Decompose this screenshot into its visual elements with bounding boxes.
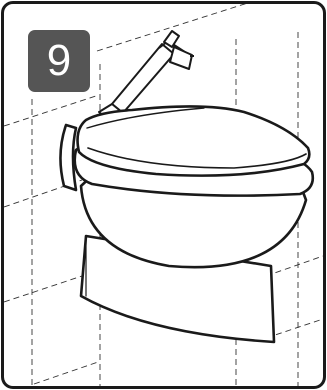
step-number: 9	[47, 39, 71, 83]
toilet-illustration	[60, 106, 312, 342]
toilet-lid	[78, 106, 310, 175]
step-number-badge: 9	[28, 30, 90, 92]
caulking-gun-icon	[99, 31, 194, 117]
